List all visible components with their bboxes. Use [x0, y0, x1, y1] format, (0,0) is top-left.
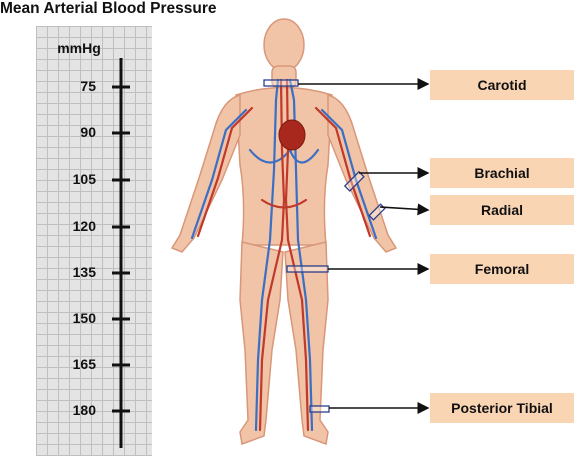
scale-tick-marks — [112, 85, 130, 413]
torso — [235, 86, 333, 246]
scale-tick-label: 105 — [72, 171, 96, 187]
site-label-brachial: Brachial — [430, 158, 574, 188]
site-label-posterior-tibial: Posterior Tibial — [430, 393, 574, 423]
left-leg — [239, 241, 284, 446]
vein — [190, 108, 248, 240]
posterior-tibial-marker — [309, 405, 330, 413]
vein — [320, 108, 378, 240]
scale-tick-label: 180 — [72, 402, 96, 418]
artery — [314, 106, 372, 238]
scale-unit-label: mmHg — [57, 40, 101, 56]
arteries — [196, 78, 372, 432]
carotid-marker — [263, 79, 299, 87]
scale-tick-label: 135 — [72, 264, 96, 280]
site-label-femoral: Femoral — [430, 254, 574, 284]
right-leg — [284, 241, 329, 446]
femoral-marker — [286, 265, 329, 273]
radial-arrow — [379, 203, 430, 216]
artery — [258, 78, 286, 432]
brachial-marker — [343, 170, 365, 192]
artery — [284, 78, 310, 432]
scale-panel — [36, 26, 152, 456]
page-title: Mean Arterial Blood Pressure — [0, 0, 217, 17]
left-arm — [170, 94, 241, 253]
vein — [288, 78, 314, 432]
scale-tick-label: 165 — [72, 356, 96, 372]
scale-tick-label: 75 — [80, 78, 96, 94]
leader-arrows — [298, 78, 430, 414]
veins — [190, 78, 378, 432]
heart — [278, 119, 306, 151]
scale-tick-label: 120 — [72, 218, 96, 234]
head — [263, 18, 305, 72]
site-label-carotid: Carotid — [430, 70, 574, 100]
site-markers — [263, 79, 386, 413]
artery — [260, 198, 308, 209]
artery — [196, 106, 254, 238]
radial-marker — [368, 203, 386, 221]
site-label-radial: Radial — [430, 195, 574, 225]
vein — [254, 78, 280, 432]
scale-tick-label: 150 — [72, 310, 96, 326]
scale-tick-label: 90 — [80, 124, 96, 140]
